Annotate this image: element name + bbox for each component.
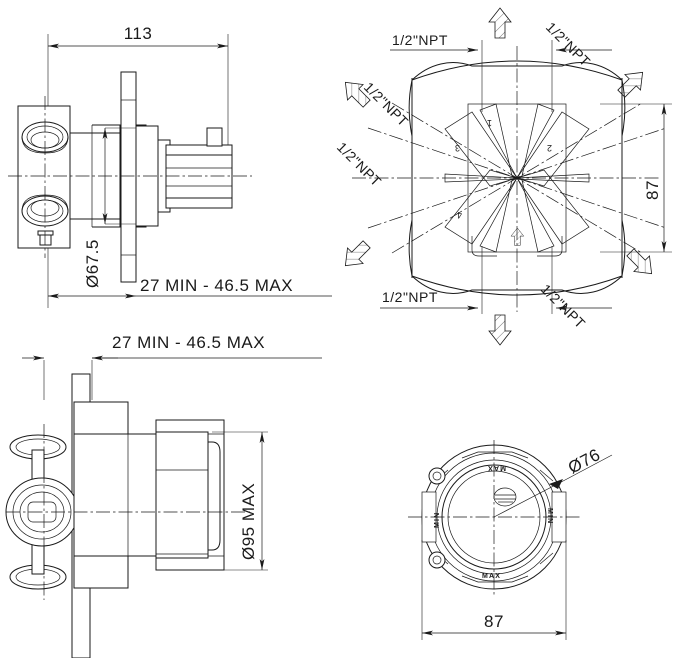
dial-label-left: MIN (434, 512, 441, 528)
port-number-1: 1 (486, 118, 492, 128)
dim-113-label: 113 (124, 24, 153, 43)
trim-face-view: MAX MAX MIN MIN Ø76 87 (408, 440, 613, 640)
npt-label-mid-left: 1/2"NPT (334, 139, 385, 190)
brand-logo (493, 487, 517, 507)
flow-arrows (344, 7, 653, 346)
dim-wall-depth-side-label: 27 MIN - 46.5 MAX (112, 333, 265, 352)
npt-label-top-left: 1/2"NPT (392, 32, 448, 48)
dim-dia95-label: Ø95 MAX (239, 483, 258, 560)
dim-wall-depth-front-label: 27 MIN - 46.5 MAX (140, 276, 293, 295)
dial-label-right: MIN (546, 508, 553, 524)
front-section-view: 113 (8, 24, 332, 308)
port-number-2: 2 (546, 143, 552, 153)
valve-body-outline (17, 71, 233, 283)
npt-label-bottom-left: 1/2"NPT (382, 289, 438, 305)
dimension-wall-depth-side: 27 MIN - 46.5 MAX (22, 333, 322, 400)
dim-dia675-label: Ø67.5 (83, 239, 102, 288)
dial-label-bottom: MAX (482, 573, 501, 580)
side-section-view: 27 MIN - 46.5 MAX (5, 333, 322, 658)
rear-port-view: 1 2 3 4 (334, 7, 672, 346)
dim-dia76-label: Ø76 (565, 445, 604, 478)
npt-label-upper-left: 1/2"NPT (361, 79, 412, 130)
dim-87-width-label: 87 (484, 612, 504, 631)
dimension-87-height: 87 (600, 103, 672, 253)
port-number-3: 3 (454, 143, 460, 153)
dimension-113: 113 (47, 24, 229, 308)
dimension-wall-depth-front: 27 MIN - 46.5 MAX (48, 276, 332, 299)
dim-87-height-label: 87 (643, 180, 662, 200)
dimension-flange-dia: Ø67.5 (83, 127, 136, 288)
valve-body-side-outline (5, 401, 225, 590)
dimension-dia95: Ø95 MAX (212, 431, 268, 571)
port-number-4: 4 (456, 210, 462, 220)
dial-label-top: MAX (487, 464, 506, 471)
npt-label-top-right: 1/2"NPT (543, 19, 594, 70)
dimension-87-width: 87 (421, 540, 567, 640)
